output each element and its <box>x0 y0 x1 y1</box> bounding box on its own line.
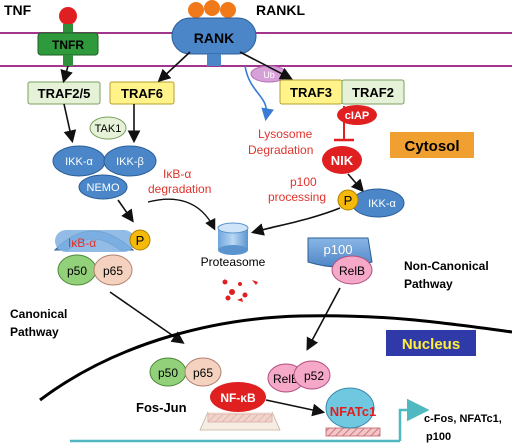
proteasome-icon <box>217 222 249 255</box>
nfkb-dna-support <box>199 411 281 431</box>
canonical-label-2: Pathway <box>10 325 59 339</box>
nfatc1-dna-site <box>325 427 381 437</box>
ikb-alpha-label: IκB-α <box>68 236 96 250</box>
p65-nucleus-label: p65 <box>193 366 213 380</box>
noncanonical-to-nucleus-arrow <box>306 287 341 351</box>
degraded-fragments-icon <box>222 279 258 302</box>
ub-label: Ub <box>263 70 275 80</box>
rank-to-traf6-arrow <box>157 51 191 83</box>
tak1 <box>89 116 127 140</box>
nik-to-ikka-arrow <box>347 173 365 193</box>
canonical-label-1: Canonical <box>10 307 67 321</box>
traf25-to-ikk-arrow <box>63 103 77 144</box>
tnf-label: TNF <box>4 2 32 18</box>
nik-label: NIK <box>331 153 354 168</box>
lysosome-label-2: Degradation <box>248 143 313 157</box>
ikkb <box>103 145 157 177</box>
tnf-ligand <box>59 7 77 25</box>
phospho-noncanonical <box>337 189 359 211</box>
nucleus-box <box>386 330 476 356</box>
phospho-noncanonical-label: P <box>344 193 353 208</box>
canonical-to-nucleus-arrow <box>109 291 185 344</box>
nucleus-label: Nucleus <box>402 336 460 353</box>
ikb-degradation-label-2: degradation <box>148 182 211 196</box>
ikka-noncanonical-label: IKK-α <box>368 198 396 210</box>
relb-cytosol <box>331 255 373 285</box>
ikb-alpha-body <box>55 230 135 252</box>
nemo <box>78 174 128 200</box>
ikb-to-proteasome-arrow <box>147 198 216 231</box>
target-genes-label-1: c-Fos, NFATc1, <box>424 413 502 425</box>
nfkb-complex <box>210 382 266 412</box>
rank-label: RANK <box>194 30 234 46</box>
p65-nucleus <box>184 357 222 387</box>
p50-nucleus-label: p50 <box>158 366 178 380</box>
rank-tail <box>207 54 221 66</box>
traf6-label: TRAF6 <box>121 86 163 101</box>
ikb-degradation-label-1: IκB-α <box>163 167 191 181</box>
transcription-arrow <box>398 398 430 441</box>
rankl-ligand <box>188 0 236 18</box>
traf3-label: TRAF3 <box>290 85 332 100</box>
rank-to-traf3-arrow <box>239 51 293 80</box>
p65-cytosol <box>93 254 133 286</box>
nemo-label: NEMO <box>87 182 120 194</box>
p100-to-proteasome-arrow <box>250 207 341 236</box>
traf25-label: TRAF2/5 <box>38 86 91 101</box>
tnfr-to-traf25-arrow <box>60 65 73 84</box>
noncanonical-label-1: Non-Canonical <box>404 259 489 273</box>
nfkb-to-nfatc1-arrow <box>265 399 326 417</box>
ciap <box>337 105 377 125</box>
ikka-label: IKK-α <box>65 156 93 168</box>
traf6-box <box>109 81 175 105</box>
p65-cytosol-label: p65 <box>103 264 123 278</box>
cytosol-box <box>390 132 474 158</box>
ikk-to-ikb-arrow <box>117 199 134 223</box>
nfkb-label: NF-κB <box>220 391 256 405</box>
traf2-box <box>341 79 405 105</box>
fosjun-label: Fos-Jun <box>136 400 187 415</box>
p50-cytosol-label: p50 <box>67 264 87 278</box>
rankl-label: RANKL <box>256 2 305 18</box>
ciap-label: cIAP <box>345 110 369 122</box>
tnfr-label: TNFR <box>52 38 84 52</box>
ikkb-label: IKK-β <box>116 156 144 168</box>
p52-nucleus-label: p52 <box>304 369 324 383</box>
tnfr-tail <box>63 55 73 66</box>
relb-nucleus-label: RelB <box>273 372 299 386</box>
proteasome-label: Proteasome <box>201 255 266 269</box>
p100-label: p100 <box>324 242 353 257</box>
nfatc1-label: NFATc1 <box>330 404 376 419</box>
ub-to-lysosome-arrow <box>244 65 274 122</box>
tak1-label: TAK1 <box>95 123 122 135</box>
cytosol-label: Cytosol <box>404 138 459 155</box>
nfatc1 <box>325 387 375 429</box>
traf2-label: TRAF2 <box>352 85 394 100</box>
p52-nucleus <box>293 360 331 390</box>
nik <box>322 146 362 174</box>
relb-cytosol-label: RelB <box>339 264 365 278</box>
phospho-ikb-label: P <box>136 233 145 248</box>
tnfr-stalk <box>63 24 73 34</box>
noncanonical-label-2: Pathway <box>404 277 453 291</box>
phospho-ikb <box>129 229 151 251</box>
lysosome-label-1: Lysosome <box>258 127 313 141</box>
nuclear-envelope <box>39 314 512 402</box>
target-genes-label-2: p100 <box>426 431 451 443</box>
p100-processing-label-1: p100 <box>290 175 317 189</box>
p100-processing-label-2: processing <box>268 190 326 204</box>
